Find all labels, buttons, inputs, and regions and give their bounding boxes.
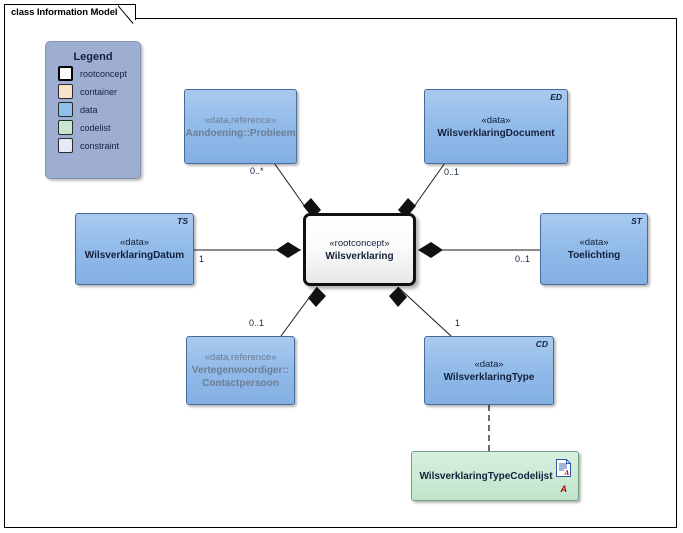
- legend-label-rootconcept: rootconcept: [80, 68, 128, 79]
- class-stereotype: «data»: [119, 237, 150, 248]
- document-icon: A: [556, 459, 571, 477]
- legend-item-rootconcept: rootconcept: [58, 66, 140, 81]
- class-node-wilsverklaringdocument[interactable]: ED «data» WilsverklaringDocument: [424, 89, 568, 164]
- legend-label-codelist: codelist: [80, 122, 111, 133]
- legend-item-codelist: codelist: [58, 120, 140, 135]
- class-node-aandoening-probleem[interactable]: «data,reference» Aandoening::Probleem: [184, 89, 297, 164]
- class-name: Aandoening::Probleem: [185, 127, 296, 139]
- class-name: WilsverklaringDocument: [437, 127, 555, 139]
- legend-title: Legend: [73, 51, 113, 63]
- legend-label-constraint: constraint: [80, 140, 120, 151]
- legend-label-data: data: [80, 104, 98, 115]
- legend-swatch-codelist: [58, 120, 73, 135]
- class-corner-tag: ST: [631, 216, 642, 226]
- legend-item-container: container: [58, 84, 140, 99]
- multiplicity-wilsverklaringdocument: 0..1: [444, 167, 460, 177]
- svg-text:A: A: [564, 469, 570, 477]
- class-name-line1: Vertegenwoordiger::: [191, 365, 290, 376]
- class-node-wilsverklaring[interactable]: «rootconcept» Wilsverklaring: [303, 213, 416, 286]
- legend-label-container: container: [80, 86, 118, 97]
- class-node-wilsverklaringtype[interactable]: CD «data» WilsverklaringType: [424, 336, 554, 405]
- class-stereotype: «data»: [481, 114, 511, 126]
- class-corner-tag: ED: [550, 92, 562, 102]
- legend-panel: Legend rootconcept container data codeli…: [45, 41, 141, 179]
- class-stereotype: «data»: [579, 237, 609, 248]
- class-stereotype: «data,reference»: [204, 352, 277, 363]
- class-node-wilsverklaringtypecodelijst[interactable]: WilsverklaringTypeCodelijst A A: [411, 451, 579, 501]
- class-name: WilsverklaringDatum: [84, 250, 185, 261]
- diagram-title: class Information Model: [11, 7, 118, 18]
- multiplicity-wilsverklaringdatum: 1: [199, 254, 205, 264]
- class-name: Wilsverklaring: [325, 250, 394, 262]
- legend-swatch-data: [58, 102, 73, 117]
- multiplicity-toelichting: 0..1: [515, 254, 531, 264]
- frame-tab-corner-fold: [118, 4, 136, 26]
- class-stereotype: «data,reference»: [204, 114, 277, 126]
- class-node-toelichting[interactable]: ST «data» Toelichting: [540, 213, 648, 285]
- multiplicity-vertegenwoordiger-contactpersoon: 0..1: [249, 318, 265, 328]
- legend-item-data: data: [58, 102, 140, 117]
- legend-swatch-rootconcept: [58, 66, 73, 81]
- legend-item-constraint: constraint: [58, 138, 140, 153]
- legend-swatch-constraint: [58, 138, 73, 153]
- diagram-frame-tab: class Information Model: [4, 4, 137, 20]
- legend-swatch-container: [58, 84, 73, 99]
- class-corner-tag: TS: [177, 216, 188, 226]
- red-a-marker: A: [560, 484, 568, 494]
- class-name: WilsverklaringType: [443, 371, 535, 383]
- class-name-line2: Contactpersoon: [202, 378, 279, 389]
- class-corner-tag: CD: [535, 339, 548, 349]
- class-stereotype: «data»: [474, 358, 504, 370]
- multiplicity-aandoening-probleem: 0..*: [250, 166, 264, 176]
- class-node-vertegenwoordiger-contactpersoon[interactable]: «data,reference» Vertegenwoordiger:: Con…: [186, 336, 295, 405]
- class-stereotype: «rootconcept»: [329, 237, 390, 249]
- class-name: WilsverklaringTypeCodelijst: [419, 470, 553, 482]
- class-node-wilsverklaringdatum[interactable]: TS «data» WilsverklaringDatum: [75, 213, 194, 285]
- class-name: Toelichting: [567, 250, 621, 261]
- multiplicity-wilsverklaringtype: 1: [455, 318, 461, 328]
